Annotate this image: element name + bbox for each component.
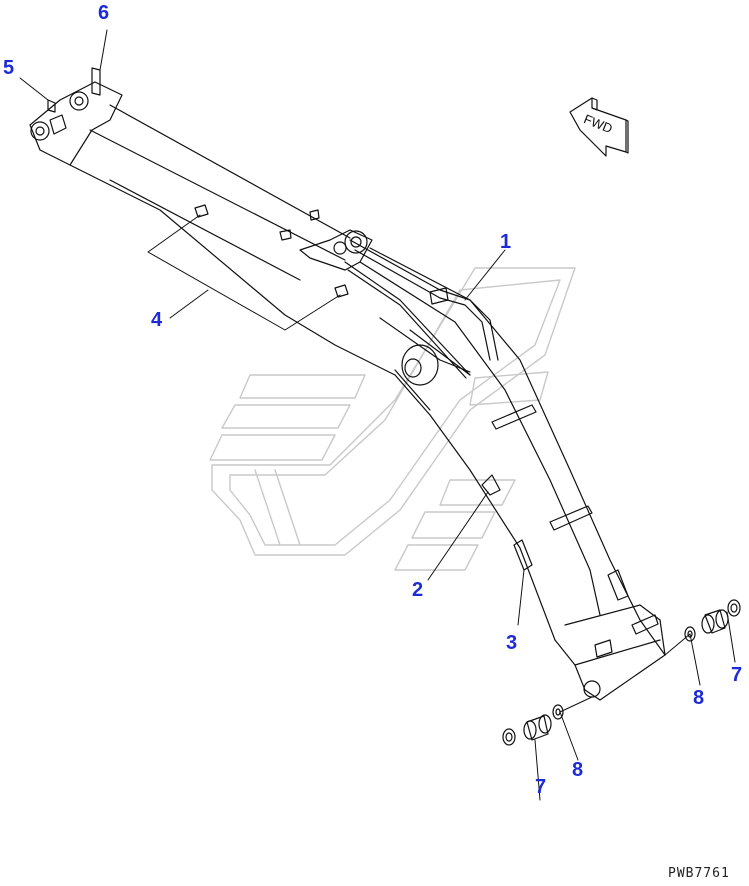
watermark-logo	[209, 267, 576, 571]
callout-8-right: 8	[693, 687, 705, 709]
small-brackets	[481, 474, 533, 571]
callout-5: 5	[3, 57, 15, 79]
boom-outline	[69, 104, 666, 701]
cylinder-bracket	[299, 229, 373, 271]
callout-7-left: 7	[535, 776, 547, 798]
drawing-code: PWB7761	[668, 866, 730, 881]
callout-2: 2	[412, 579, 424, 601]
callout-8-left: 8	[572, 759, 584, 781]
bushings-left	[502, 704, 564, 746]
grease-fittings	[194, 204, 349, 298]
callout-4: 4	[151, 309, 163, 331]
callout-7-right: 7	[731, 664, 743, 686]
hose-clamps	[491, 404, 659, 658]
leader-lines	[19, 29, 736, 801]
fwd-arrow-icon	[569, 97, 629, 157]
callout-3: 3	[506, 632, 518, 654]
svg-text:FWD: FWD	[582, 111, 615, 136]
fwd-label: FWD	[582, 111, 615, 136]
hose-piping	[344, 239, 499, 379]
boom-boss	[401, 344, 439, 386]
bushings-right	[684, 599, 741, 642]
callout-6: 6	[98, 2, 110, 24]
callout-1: 1	[500, 231, 512, 253]
boom-head	[29, 67, 123, 166]
